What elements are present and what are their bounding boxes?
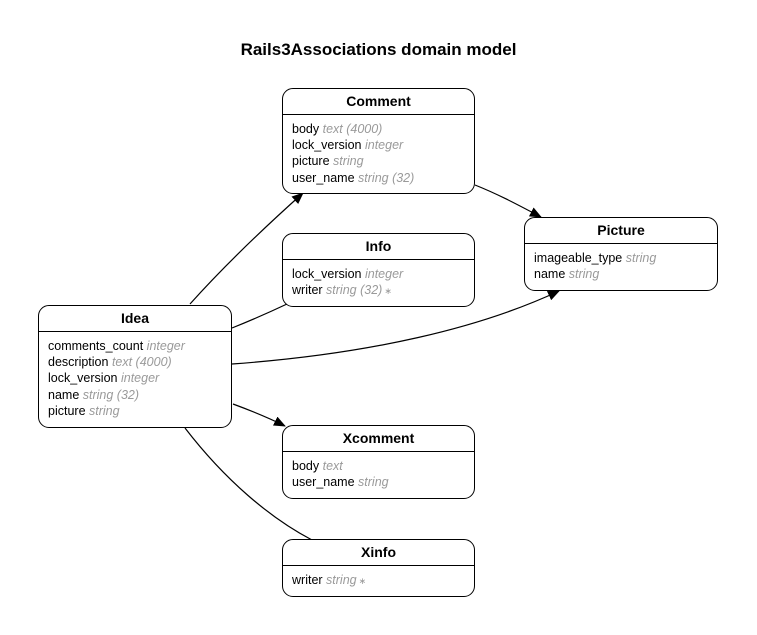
attribute-mark: ∗ bbox=[384, 286, 392, 297]
edge-idea-picture bbox=[231, 290, 560, 365]
entity-name: Xcomment bbox=[283, 426, 474, 452]
entity-xinfo[interactable]: Xinfo writer string∗ bbox=[282, 539, 475, 597]
attribute-list: body text (4000) lock_version integer pi… bbox=[283, 115, 474, 186]
attribute-row: lock_version integer bbox=[292, 137, 465, 153]
attribute-type: string bbox=[358, 475, 389, 490]
attribute-type: string (32) bbox=[358, 170, 415, 185]
attribute-type: integer bbox=[364, 138, 404, 153]
attribute-row: description text (4000) bbox=[48, 354, 222, 370]
attribute-name: description bbox=[48, 355, 109, 370]
attribute-name: lock_version bbox=[292, 267, 362, 281]
attribute-name: user_name bbox=[292, 475, 355, 490]
attribute-type: text (4000) bbox=[322, 122, 383, 136]
attribute-row: user_name string (32) bbox=[292, 170, 465, 186]
attribute-list: comments_count integer description text … bbox=[39, 332, 231, 419]
attribute-row: writer string (32)∗ bbox=[292, 282, 465, 299]
attribute-type: integer bbox=[120, 371, 160, 386]
entity-name: Xinfo bbox=[283, 540, 474, 566]
attribute-type: string bbox=[89, 403, 120, 418]
entity-picture[interactable]: Picture imageable_type string name strin… bbox=[524, 217, 718, 291]
attribute-type: string bbox=[568, 267, 600, 282]
attribute-list: body text user_name string bbox=[283, 452, 474, 490]
attribute-name: lock_version bbox=[292, 138, 362, 153]
attribute-name: picture bbox=[292, 154, 330, 169]
edge-idea-xinfo bbox=[184, 427, 313, 541]
entity-name: Info bbox=[283, 234, 474, 260]
attribute-row: body text bbox=[292, 458, 465, 474]
attribute-name: user_name bbox=[292, 170, 355, 185]
attribute-name: comments_count bbox=[48, 339, 144, 353]
entity-name: Comment bbox=[283, 89, 474, 115]
attribute-name: writer bbox=[292, 283, 323, 298]
edge-idea-info bbox=[231, 303, 288, 329]
attribute-name: lock_version bbox=[48, 371, 118, 386]
entity-xcomment[interactable]: Xcomment body text user_name string bbox=[282, 425, 475, 499]
attribute-list: lock_version integer writer string (32)∗ bbox=[283, 260, 474, 299]
attribute-list: writer string∗ bbox=[283, 566, 474, 589]
attribute-type: integer bbox=[146, 339, 185, 353]
entity-name: Picture bbox=[525, 218, 717, 244]
attribute-type: text (4000) bbox=[111, 355, 172, 370]
entity-comment[interactable]: Comment body text (4000) lock_version in… bbox=[282, 88, 475, 194]
attribute-list: imageable_type string name string bbox=[525, 244, 717, 282]
attribute-row: lock_version integer bbox=[48, 370, 222, 386]
attribute-name: body bbox=[292, 122, 320, 136]
edge-idea-comment bbox=[189, 192, 304, 305]
attribute-name: name bbox=[534, 267, 566, 282]
attribute-type: string (32) bbox=[326, 283, 383, 298]
attribute-type: integer bbox=[364, 267, 404, 281]
entity-idea[interactable]: Idea comments_count integer description … bbox=[38, 305, 232, 428]
attribute-type: string bbox=[625, 251, 657, 265]
attribute-name: name bbox=[48, 387, 80, 402]
attribute-row: writer string∗ bbox=[292, 572, 465, 589]
attribute-row: picture string bbox=[48, 403, 222, 419]
attribute-name: imageable_type bbox=[534, 251, 623, 265]
edge-idea-xcomment bbox=[232, 403, 286, 427]
attribute-type: string bbox=[333, 154, 364, 169]
attribute-name: picture bbox=[48, 403, 86, 418]
attribute-type: string bbox=[326, 573, 357, 587]
attribute-name: body bbox=[292, 459, 320, 473]
attribute-row: user_name string bbox=[292, 474, 465, 490]
attribute-row: name string bbox=[534, 266, 708, 282]
attribute-mark: ∗ bbox=[358, 576, 367, 586]
attribute-row: name string (32) bbox=[48, 387, 222, 403]
attribute-type: text bbox=[322, 459, 343, 473]
attribute-row: imageable_type string bbox=[534, 250, 708, 266]
attribute-name: writer bbox=[292, 573, 323, 587]
entity-info[interactable]: Info lock_version integer writer string … bbox=[282, 233, 475, 307]
attribute-row: comments_count integer bbox=[48, 338, 222, 354]
edge-comment-picture bbox=[474, 184, 542, 218]
entity-name: Idea bbox=[39, 306, 231, 332]
attribute-type: string (32) bbox=[82, 387, 140, 402]
attribute-row: picture string bbox=[292, 153, 465, 169]
attribute-row: lock_version integer bbox=[292, 266, 465, 282]
diagram-title: Rails3Associations domain model bbox=[240, 40, 517, 59]
attribute-row: body text (4000) bbox=[292, 121, 465, 137]
